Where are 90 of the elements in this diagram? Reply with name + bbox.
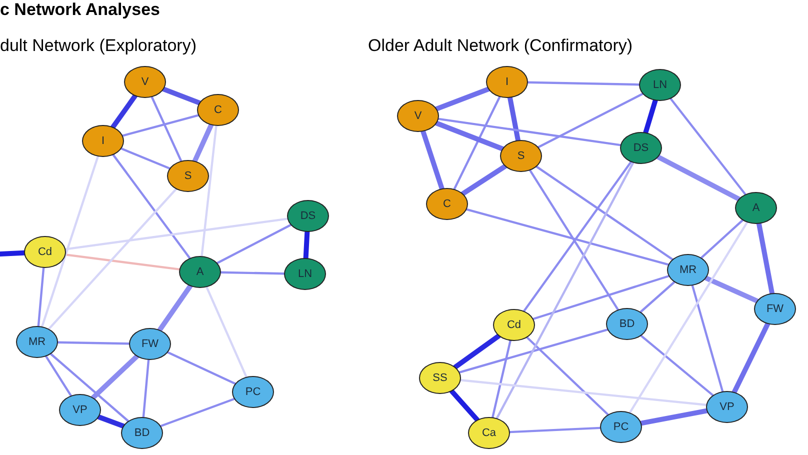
edge-line — [216, 224, 292, 264]
edge-line — [420, 129, 444, 191]
edge-line — [526, 81, 640, 86]
edge-line — [434, 86, 491, 112]
edge-line — [142, 358, 150, 418]
variable-node: DS — [287, 200, 329, 232]
edge-line — [449, 388, 480, 422]
edge-line — [537, 92, 644, 148]
edge-line — [434, 120, 505, 152]
edge-line — [48, 188, 178, 330]
edge-line — [161, 86, 202, 106]
edge-line — [64, 218, 288, 250]
edge-line — [640, 334, 714, 396]
variable-node: Ca — [468, 417, 510, 449]
edge-line — [756, 221, 775, 296]
edge-line — [41, 155, 99, 328]
variable-node: V — [124, 66, 166, 98]
variable-node: C — [426, 188, 468, 220]
variable-node: LN — [639, 69, 681, 101]
edge-line — [56, 341, 130, 345]
figure-title: c Network Analyses — [0, 0, 160, 20]
edge-line — [220, 271, 286, 275]
variable-node: A — [735, 192, 777, 224]
edge-line — [526, 336, 609, 416]
edge-line — [522, 160, 632, 312]
edge-line — [704, 276, 760, 304]
edge-line — [50, 352, 130, 422]
network-heading: Older Adult Network (Confirmatory) — [368, 36, 633, 56]
edge-line — [122, 114, 200, 137]
edge-line — [150, 96, 182, 162]
variable-node: LN — [284, 258, 326, 290]
edge-line — [640, 281, 676, 313]
edge-line — [529, 169, 619, 311]
edge-line — [492, 340, 512, 418]
variable-node: FW — [754, 293, 796, 325]
edge-line — [64, 254, 180, 270]
edge-line — [458, 328, 608, 374]
variable-node: MR — [16, 326, 58, 358]
edge-line — [536, 166, 674, 260]
variable-node: Cd — [493, 309, 535, 341]
edge-line — [37, 266, 45, 328]
edge-line — [496, 162, 634, 420]
variable-node: C — [197, 94, 239, 126]
variable-node: S — [167, 160, 209, 192]
edge-line — [628, 221, 748, 414]
network-heading: dult Network (Exploratory) — [0, 36, 197, 56]
variable-node: PC — [600, 411, 642, 443]
edge-line — [691, 284, 724, 392]
variable-node: A — [179, 256, 221, 288]
variable-node: BD — [121, 417, 163, 449]
edge-line — [460, 164, 508, 196]
edge-line — [112, 154, 191, 260]
edge-line — [303, 230, 310, 260]
variable-node: VP — [706, 391, 748, 423]
edge-line — [438, 118, 622, 146]
edge-line — [200, 124, 218, 258]
edge-line — [508, 95, 520, 143]
edge-line — [670, 98, 746, 196]
variable-node: PC — [232, 376, 274, 408]
variable-node: VP — [59, 394, 101, 426]
edge-line — [508, 426, 602, 434]
edge-line — [110, 94, 138, 130]
edge-line — [638, 408, 710, 426]
edge-line — [90, 354, 140, 400]
variable-node: SS — [419, 362, 461, 394]
edge-line — [166, 351, 236, 385]
edge-line — [532, 275, 670, 320]
edge-line — [732, 322, 770, 394]
variable-node: FW — [129, 328, 171, 360]
variable-node: S — [500, 140, 542, 172]
edge-line — [453, 96, 501, 190]
edge-line — [160, 398, 236, 428]
edge-line — [45, 355, 72, 397]
edge-line — [466, 208, 670, 266]
variable-node: I — [82, 125, 124, 157]
edge-line — [206, 286, 248, 378]
edge-line — [460, 379, 708, 406]
variable-node: BD — [606, 308, 648, 340]
edge-line — [120, 148, 171, 170]
edge-line — [700, 219, 744, 259]
edge-line — [452, 333, 502, 370]
variable-node: DS — [620, 132, 662, 164]
variable-node: I — [486, 66, 528, 98]
edge-line — [96, 414, 126, 428]
variable-node: MR — [667, 254, 709, 286]
edge-line — [643, 98, 658, 135]
edge-line — [192, 122, 214, 164]
variable-node: Cd — [24, 236, 66, 268]
edge-line — [157, 284, 193, 332]
variable-node: V — [397, 100, 439, 132]
